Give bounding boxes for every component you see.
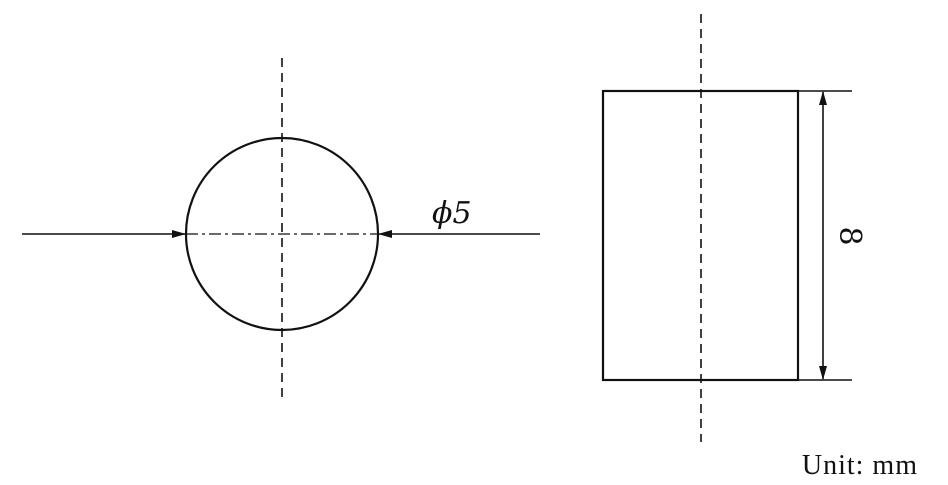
length-label: 8	[832, 226, 867, 245]
diameter-label: ϕ5	[432, 196, 472, 231]
front-view: ϕ5	[22, 58, 540, 398]
side-view: 8	[601, 14, 867, 442]
unit-label: Unit: mm	[802, 450, 918, 481]
